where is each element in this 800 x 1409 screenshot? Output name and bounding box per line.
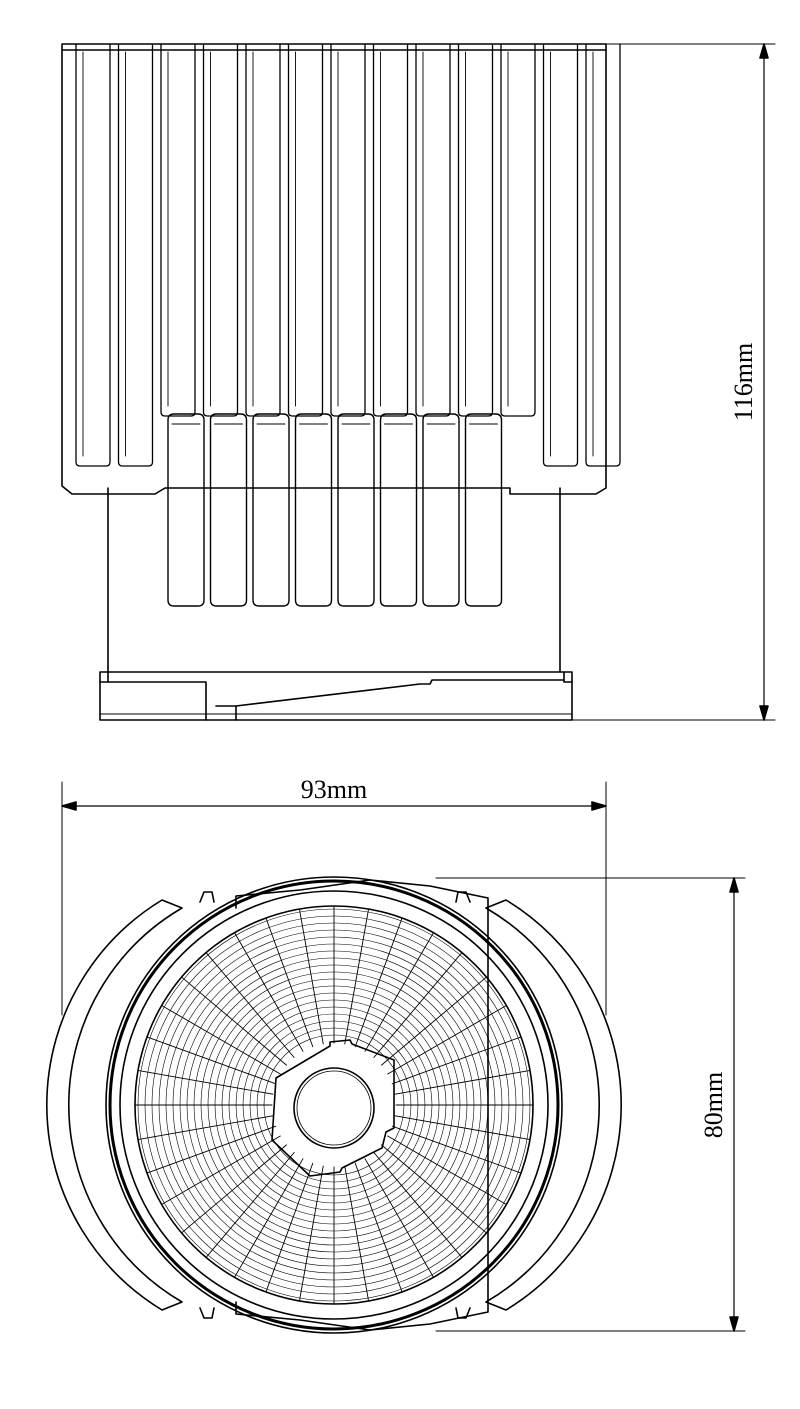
diameter-label: 80mm: [699, 1072, 728, 1138]
clip-block: [422, 413, 460, 607]
fin: [75, 43, 111, 467]
outer-ring: [105, 876, 563, 1334]
clip-block: [379, 413, 418, 607]
right-clip: [485, 899, 622, 1311]
heatsink-outline: [61, 43, 607, 495]
fin: [415, 43, 451, 417]
lower-body: [107, 487, 561, 673]
width-dimension: 93mm: [61, 775, 607, 1016]
reflector-rim: [119, 890, 549, 1320]
left-clip: [46, 899, 183, 1311]
fin: [542, 43, 579, 467]
width-label: 93mm: [301, 775, 367, 804]
fin: [160, 43, 196, 417]
side-view: 116mm: [61, 43, 776, 721]
clip-block: [252, 413, 290, 607]
clip-block: [464, 413, 503, 607]
fin: [245, 43, 281, 417]
reflector-facets: [134, 905, 534, 1305]
center-holder: [271, 1039, 395, 1177]
fin: [117, 43, 154, 467]
clip-block: [294, 413, 333, 607]
height-label: 116mm: [729, 343, 758, 421]
heatsink-fins: [75, 43, 621, 467]
clip-block: [209, 413, 248, 607]
diameter-dimension: 80mm: [435, 877, 746, 1332]
fin: [500, 43, 536, 417]
clip-blocks: [167, 413, 503, 607]
fin: [585, 43, 621, 467]
led-center: [293, 1067, 375, 1149]
fin: [457, 43, 494, 417]
fin: [330, 43, 366, 417]
fin: [202, 43, 239, 417]
clip-block: [337, 413, 375, 607]
fin: [372, 43, 409, 417]
height-dimension: 116mm: [571, 43, 776, 721]
clip-block: [167, 413, 205, 607]
fin: [287, 43, 324, 417]
top-view: 80mm: [46, 876, 746, 1334]
